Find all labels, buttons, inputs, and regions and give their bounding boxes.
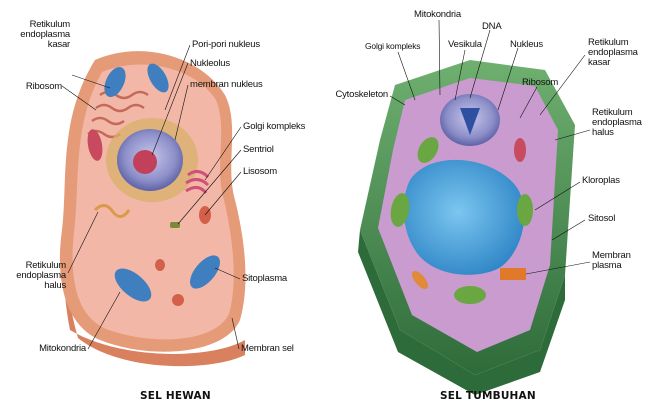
label-plant-vesikula: Vesikula: [448, 40, 482, 50]
plant-chloroplast: [454, 286, 486, 304]
label-plant-dna: DNA: [482, 22, 501, 32]
label-animal-sentriol: Sentriol: [243, 145, 274, 155]
label-plant-kloroplas: Kloroplas: [582, 176, 620, 186]
caption-animal-cell: SEL HEWAN: [140, 390, 211, 402]
label-plant-ser: Retikulum endoplasma halus: [592, 108, 642, 138]
label-animal-golgi: Golgi kompleks: [243, 122, 305, 132]
plant-chloroplast: [517, 194, 533, 226]
label-animal-mitokondria: Mitokondria: [18, 344, 86, 354]
caption-plant-cell: SEL TUMBUHAN: [440, 390, 536, 402]
label-plant-ribosom: Ribosom: [522, 78, 558, 88]
plant-membrane-patch: [500, 268, 526, 280]
plant-vacuole: [404, 160, 525, 275]
label-animal-sitoplasma: Sitoplasma: [242, 274, 287, 284]
plant-cell: [358, 60, 575, 395]
label-animal-lisosom: Lisosom: [243, 167, 277, 177]
animal-cell: [60, 51, 246, 366]
label-plant-rer: Retikulum endoplasma kasar: [588, 38, 638, 68]
label-animal-membran-sel: Membran sel: [241, 344, 294, 354]
label-animal-pori-nukleus: Pori-pori nukleus: [192, 40, 260, 50]
label-plant-nukleus: Nukleus: [510, 40, 543, 50]
label-animal-ribosom: Ribosom: [16, 82, 62, 92]
label-plant-golgi: Golgi kompleks: [365, 41, 420, 51]
label-animal-membran-nukleus: membran nukleus: [190, 80, 263, 90]
animal-lysosome: [155, 259, 165, 271]
animal-centriole: [170, 222, 180, 228]
label-plant-cytoskeleton: Cytoskeleton: [322, 90, 388, 100]
label-animal-rer: Retikulum endoplasma kasar: [16, 20, 70, 50]
animal-lysosome: [172, 294, 184, 306]
label-animal-ser: Retikulum endoplasma halus: [8, 261, 66, 291]
label-animal-nukleolus: Nukleolus: [190, 59, 230, 69]
label-plant-sitosol: Sitosol: [588, 214, 615, 224]
animal-nucleolus: [133, 150, 157, 174]
plant-mitochondrion: [514, 138, 526, 162]
label-plant-membran-plasma: Membran plasma: [592, 251, 631, 271]
label-plant-mitokondria: Mitokondria: [414, 10, 461, 20]
